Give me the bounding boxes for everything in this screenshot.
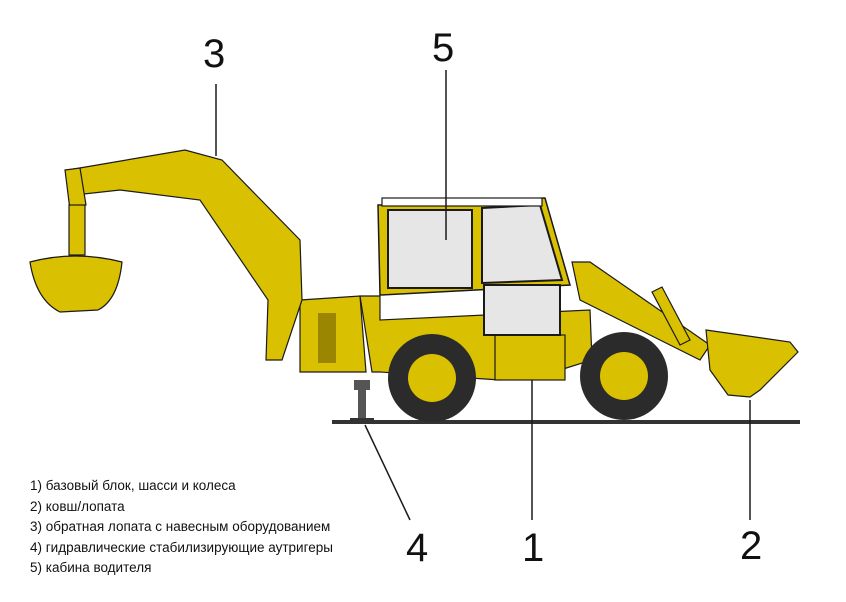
leader-lines (215, 70, 751, 521)
callout-5: 5 (432, 26, 455, 70)
driver-cab (377, 197, 571, 336)
leader-line-4 (364, 424, 411, 521)
legend-item: 2) ковш/лопата (30, 498, 125, 514)
callout-2: 2 (740, 524, 763, 568)
legend-item: 3) обратная лопата с навесным оборудован… (30, 519, 331, 534)
callout-1: 1 (522, 526, 545, 570)
stabilizer-outrigger (350, 380, 374, 422)
legend-item: 5) кабина водителя (30, 560, 152, 575)
legend: 1) базовый блок, шасси и колеса 2) ковш/… (30, 476, 333, 579)
front-wheel (580, 332, 668, 420)
legend-item: 4) гидравлические стабилизирующие аутриг… (30, 539, 333, 555)
ground-line (332, 420, 800, 424)
backhoe-arm (29, 149, 367, 373)
legend-item: 1) базовый блок, шасси и колеса (30, 478, 236, 493)
callout-3: 3 (203, 32, 226, 76)
callout-4: 4 (406, 526, 429, 570)
front-loader (571, 261, 799, 398)
rear-wheel (388, 334, 476, 422)
backhoe-bucket-shadow (318, 313, 336, 363)
